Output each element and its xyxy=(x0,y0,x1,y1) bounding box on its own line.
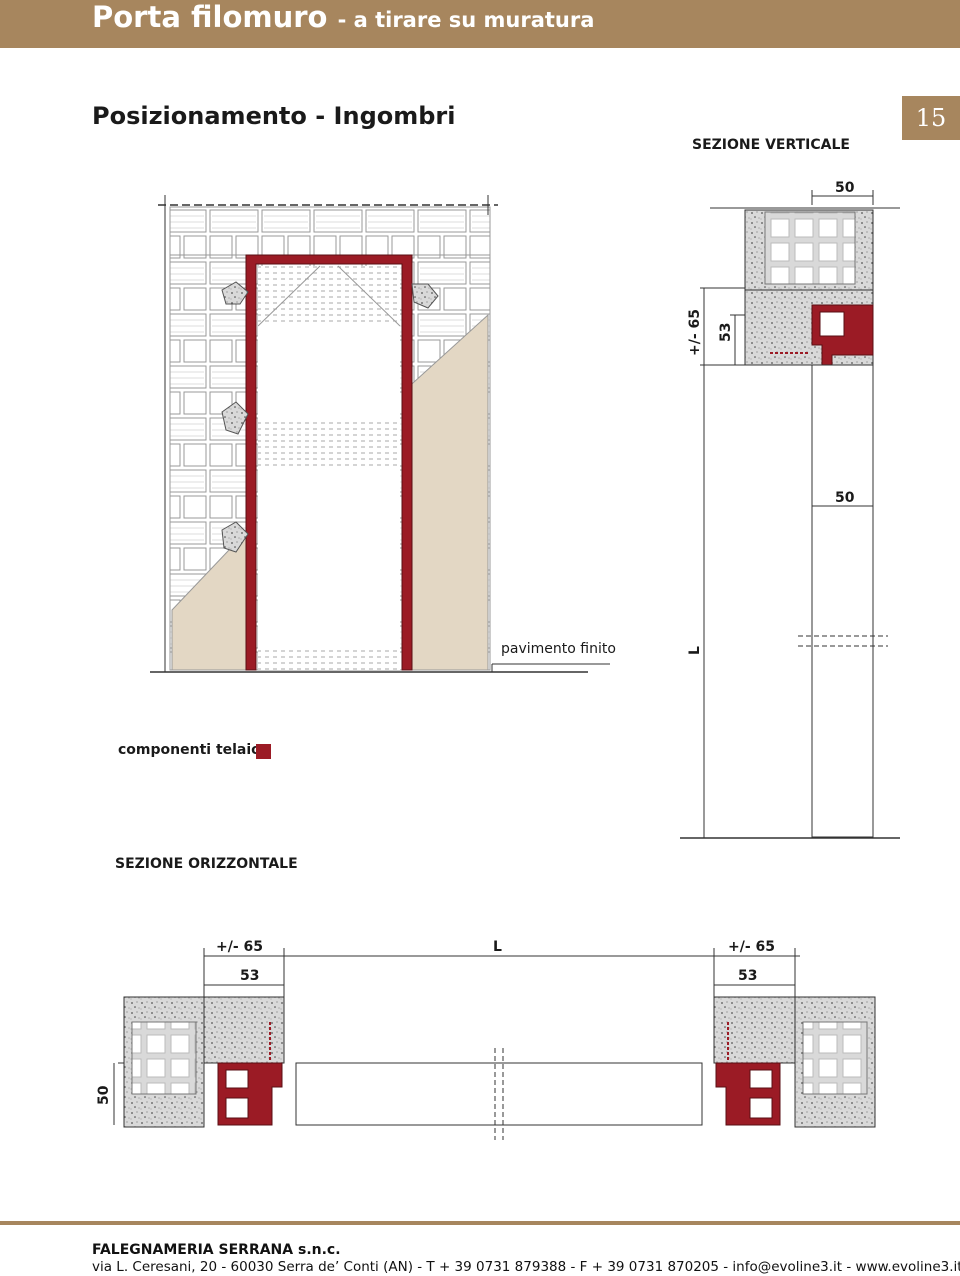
dim-length-v: L xyxy=(687,646,703,655)
dim-wall-thickness: 50 xyxy=(96,1085,112,1105)
dim-tolerance-value-right: 65 xyxy=(756,939,775,955)
dim-mid-width: 50 xyxy=(835,490,855,506)
elevation-view xyxy=(150,195,610,673)
dim-frame-depth-left: 53 xyxy=(240,968,259,984)
svg-text:+/- 65: +/- 65 xyxy=(216,939,263,955)
horizontal-section-label: SEZIONE ORIZZONTALE xyxy=(115,856,298,872)
footer-address: via L. Ceresani, 20 - 60030 Serra de’ Co… xyxy=(92,1259,960,1275)
dim-top-width: 50 xyxy=(835,180,855,196)
legend-label: componenti telaio xyxy=(118,742,261,758)
footer-company: FALEGNAMERIA SERRANA s.n.c. xyxy=(92,1242,341,1258)
dim-frame-depth-v: 53 xyxy=(718,323,734,342)
legend-swatch xyxy=(256,744,271,759)
dim-frame-depth-right: 53 xyxy=(738,968,757,984)
dim-tolerance-left: +/- xyxy=(216,939,239,955)
dim-length-h: L xyxy=(493,939,502,955)
page-number: 15 xyxy=(902,96,960,140)
svg-text:+/- 65: +/- 65 xyxy=(728,939,775,955)
floor-label: pavimento finito xyxy=(501,641,616,657)
horizontal-section-view: +/- 65 53 L +/- 65 53 50 xyxy=(96,939,876,1140)
header-bar: Porta filomuro - a tirare su muratura xyxy=(0,0,960,48)
dim-tolerance-value-left: 65 xyxy=(244,939,263,955)
svg-text:+/- 65: +/- 65 xyxy=(687,309,703,356)
footer-divider xyxy=(0,1221,960,1225)
vertical-section-label: SEZIONE VERTICALE xyxy=(692,137,850,153)
section-title: Posizionamento - Ingombri xyxy=(92,102,456,130)
document-title: Porta filomuro - a tirare su muratura xyxy=(92,0,595,34)
dim-tolerance-right: +/- xyxy=(728,939,751,955)
dim-tolerance-value-v: 65 xyxy=(687,309,703,328)
dim-tolerance-v: +/- xyxy=(687,333,703,356)
document-subtitle: - a tirare su muratura xyxy=(337,8,595,32)
vertical-section-view: 50 50 +/- 65 53 L xyxy=(680,180,900,839)
